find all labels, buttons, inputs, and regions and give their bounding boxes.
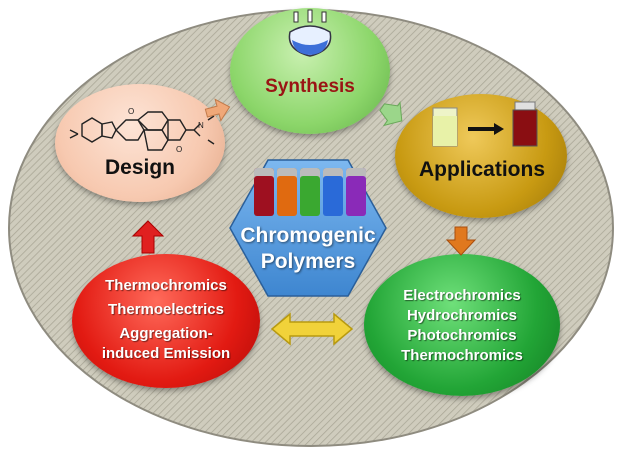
design-node (55, 84, 225, 202)
design-label: Design (104, 156, 175, 179)
vial-icon (277, 168, 297, 216)
flask-icon (288, 9, 332, 57)
synthesis-label: Synthesis (265, 76, 355, 97)
svg-text:O: O (128, 107, 134, 116)
list-item: Aggregation- (119, 325, 213, 342)
list-item: Thermochromics (105, 277, 227, 294)
red-up-arrow (131, 220, 165, 254)
vial-icon (300, 168, 320, 216)
right-list: Electrochromics Hydrochromics Photochrom… (364, 286, 560, 366)
list-item: Photochromics (407, 327, 517, 344)
list-item: Hydrochromics (406, 307, 518, 324)
svg-text:N: N (198, 121, 204, 130)
orange-down-arrow (445, 226, 477, 256)
list-item: Thermoelectrics (108, 301, 224, 318)
center-title-line1: Chromogenic (240, 224, 376, 247)
peach-arrow (204, 98, 231, 122)
vial-icon (254, 168, 274, 216)
vial-yellow-icon (432, 107, 458, 147)
vial-icon (323, 168, 343, 216)
left-list-node (72, 254, 260, 388)
chemical-structure-icon: O O N (69, 107, 215, 154)
double-arrow (270, 312, 354, 346)
list-item: Electrochromics (403, 287, 521, 304)
svg-text:O: O (176, 145, 182, 154)
applications-label: Applications (418, 158, 545, 181)
right-list-node (364, 254, 560, 396)
applications-node (395, 94, 567, 218)
vial-icon (346, 168, 366, 216)
arrow-right-icon (468, 123, 504, 135)
list-item: Thermochromics (401, 347, 523, 364)
green-arrow (379, 101, 403, 127)
center-title-line2: Polymers (260, 250, 356, 273)
vial-red-icon (512, 101, 538, 147)
vial-row (254, 168, 366, 218)
list-item: induced Emission (101, 345, 231, 362)
left-list: Thermochromics Thermoelectrics Aggregati… (72, 276, 260, 364)
